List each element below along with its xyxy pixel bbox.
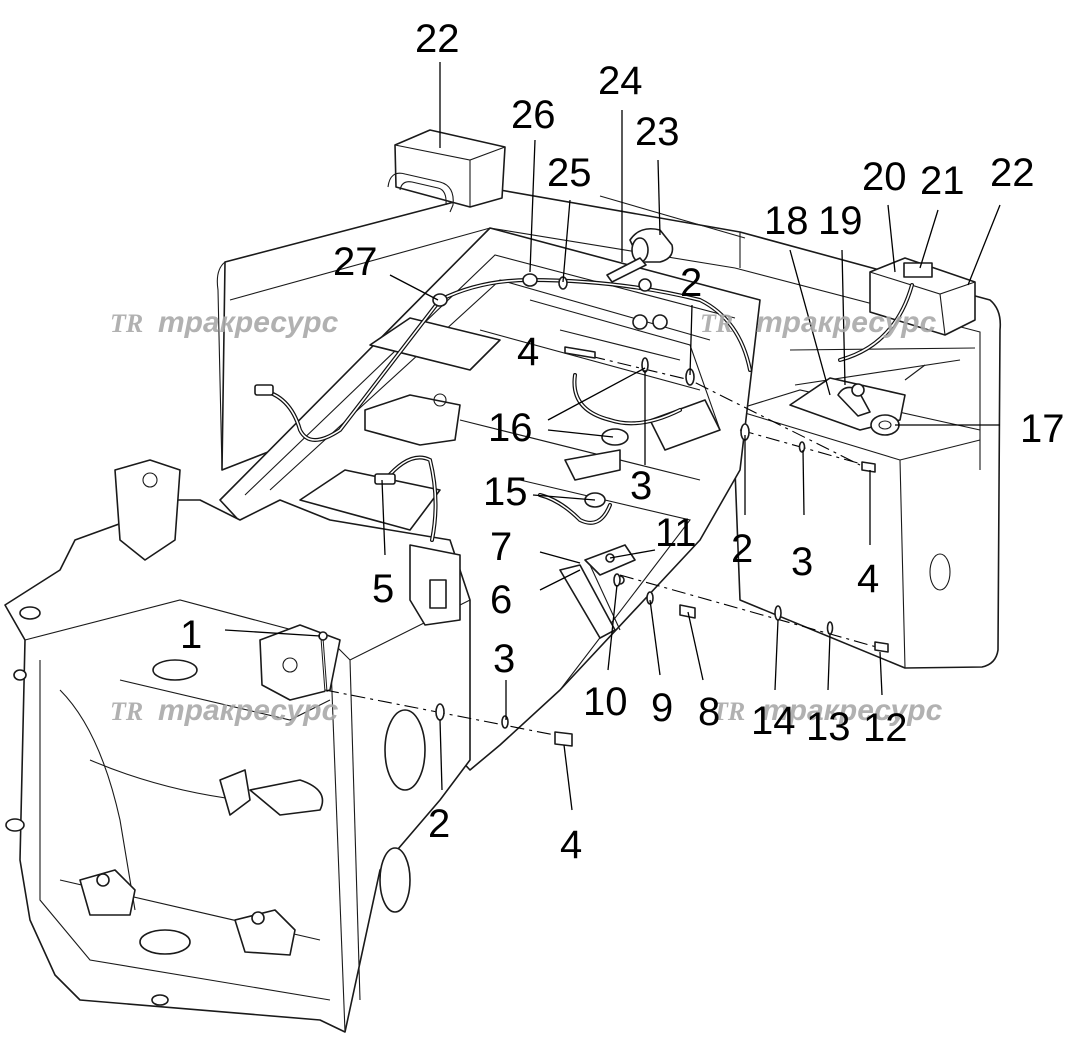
callout-23: 23 xyxy=(635,110,680,154)
callout-20: 20 xyxy=(862,155,907,199)
watermark-logo-right: TR xyxy=(700,309,733,338)
callout-11: 11 xyxy=(655,511,697,555)
callout-10: 10 xyxy=(583,680,628,724)
watermark-text-left: тракресурс xyxy=(158,306,339,339)
callout-22-right: 22 xyxy=(990,151,1035,195)
callout-24: 24 xyxy=(598,59,643,103)
callout-2-upper: 2 xyxy=(680,261,702,305)
callout-14: 14 xyxy=(751,699,796,743)
callout-2-middle: 2 xyxy=(731,527,753,571)
callout-labels: 22 24 26 23 25 20 21 22 18 19 27 2 4 16 … xyxy=(180,17,1065,867)
watermark-lower-right: TR тракресурс xyxy=(712,694,943,727)
rod-1 xyxy=(318,631,328,693)
leader-lines xyxy=(224,62,1001,811)
callout-4-lower: 4 xyxy=(560,823,582,867)
battery-box xyxy=(387,129,506,213)
front-frame xyxy=(4,459,471,1033)
callout-15: 15 xyxy=(483,470,528,514)
callout-3-upper: 3 xyxy=(630,464,652,508)
callout-13: 13 xyxy=(806,705,851,749)
watermark-logo-lower-left: TR xyxy=(110,697,143,726)
watermark-text-right: тракресурс xyxy=(756,306,937,339)
callout-17: 17 xyxy=(1020,407,1065,451)
callout-4-middle: 4 xyxy=(857,557,879,601)
right-battery-box xyxy=(869,257,976,336)
callout-9: 9 xyxy=(651,686,673,730)
watermark-text-lower-right: тракресурс xyxy=(762,694,943,727)
callout-3-lower: 3 xyxy=(493,637,515,681)
callout-1: 1 xyxy=(180,613,202,657)
watermark-left: TR тракресурс xyxy=(110,306,339,339)
watermark-logo-lower-right: TR xyxy=(712,697,745,726)
battery-compartment-parts xyxy=(789,283,926,436)
watermark-right: TR тракресурс xyxy=(700,306,937,339)
callout-22-top: 22 xyxy=(415,17,460,61)
callout-26: 26 xyxy=(511,93,556,137)
callout-19: 19 xyxy=(818,199,863,243)
bracket-assembly xyxy=(559,544,636,639)
callout-3-middle: 3 xyxy=(791,540,813,584)
callout-4-upper: 4 xyxy=(517,330,539,374)
callout-16: 16 xyxy=(488,406,533,450)
callout-27: 27 xyxy=(333,240,378,284)
watermark-logo-left: TR xyxy=(110,309,143,338)
watermark-lower-left: TR тракресурс xyxy=(110,694,339,727)
watermark-text-lower-left: тракресурс xyxy=(158,694,339,727)
callout-7: 7 xyxy=(490,525,512,569)
callout-2-lower: 2 xyxy=(428,802,450,846)
fasteners xyxy=(324,346,889,747)
callout-12: 12 xyxy=(863,706,908,750)
callout-6: 6 xyxy=(490,578,512,622)
callout-25: 25 xyxy=(547,151,592,195)
callout-8: 8 xyxy=(698,690,720,734)
callout-18: 18 xyxy=(764,199,809,243)
callout-5: 5 xyxy=(372,567,394,611)
callout-21: 21 xyxy=(920,159,965,203)
relay-assembly xyxy=(606,227,674,330)
